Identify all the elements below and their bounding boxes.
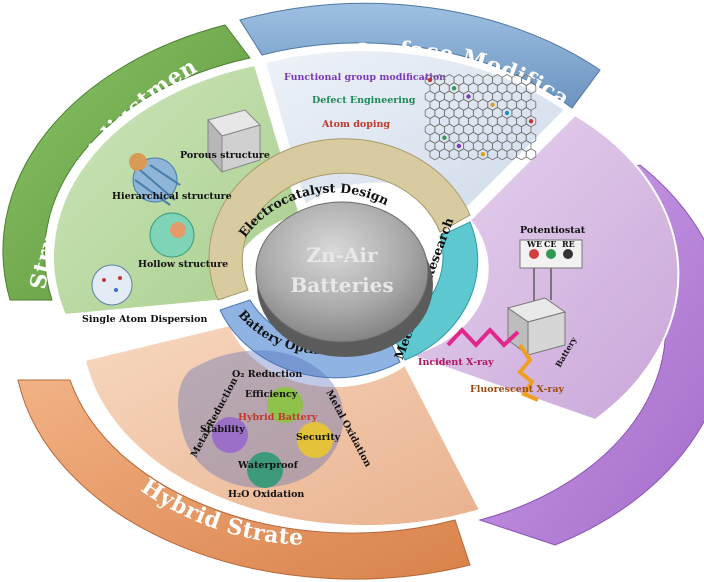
- hollow-structure-label: Hollow structure: [138, 259, 228, 270]
- dopant-atom: [528, 119, 534, 124]
- waterproof-label: Waterproof: [237, 460, 299, 471]
- surface-modification-band: [239, 2, 601, 109]
- dopant-atom: [451, 86, 457, 91]
- efficiency-label: Efficiency: [245, 389, 298, 400]
- hybrid-panel: [83, 323, 482, 527]
- single-atom-label: Single Atom Dispersion: [82, 314, 207, 325]
- dopant-atom: [480, 152, 486, 157]
- hierarchical-sphere-icon: [129, 153, 181, 206]
- dopant-atom: [504, 110, 510, 116]
- security-label: Security: [296, 432, 341, 443]
- fluorescent-xray-beam: [517, 343, 539, 402]
- potentiostat-label: Potentiostat: [520, 225, 586, 236]
- re-label: RE: [562, 239, 575, 249]
- hierarchical-structure-label: Hierarchical structure: [112, 191, 232, 202]
- electrocatalyst-design-band: [208, 138, 471, 301]
- hub-title-line1: Zn-Air: [306, 243, 378, 267]
- single-atom-sphere-icon: [91, 264, 133, 306]
- dopant-atom: [427, 77, 433, 83]
- incident-xray-beam: [446, 327, 520, 348]
- functional-group-label: Functional group modification: [284, 72, 446, 83]
- surface-panel: [263, 49, 567, 217]
- incident-xray-label: Incident X-ray: [418, 357, 494, 368]
- graphene-cell: [525, 148, 537, 161]
- dopant-atom: [490, 102, 495, 107]
- dopant-atom: [442, 135, 447, 140]
- dopant-atom: [466, 94, 471, 99]
- hollow-sphere-icon: [149, 212, 195, 258]
- dopant-atom: [456, 143, 462, 149]
- fluorescent-xray-label: Fluorescent X-ray: [470, 384, 565, 395]
- h2o-oxidation-label: H₂O Oxidation: [228, 489, 304, 500]
- defect-engineering-label: Defect Engineering: [312, 95, 416, 106]
- hub-disc: [255, 201, 429, 343]
- hybrid-splash-icon: [178, 350, 344, 488]
- potentiostat-device-icon: [519, 239, 583, 269]
- porous-cube-icon: [207, 109, 261, 174]
- graphene-sheet-icon: [424, 74, 537, 161]
- ce-label: CE: [544, 239, 556, 249]
- battery-cell-icon: [506, 268, 567, 356]
- hybrid-strategy-band: [17, 379, 471, 580]
- we-label: WE: [526, 239, 542, 249]
- hub-title-line2: Batteries: [290, 273, 393, 297]
- o2-reduction-label: O₂ Reduction: [232, 369, 302, 380]
- stability-label: Stability: [200, 424, 245, 435]
- atom-doping-label: Atom doping: [321, 119, 390, 130]
- hybrid-battery-label: Hybrid Battery: [238, 412, 318, 423]
- porous-structure-label: Porous structure: [180, 150, 270, 161]
- structural-adjustment-band: [2, 24, 251, 301]
